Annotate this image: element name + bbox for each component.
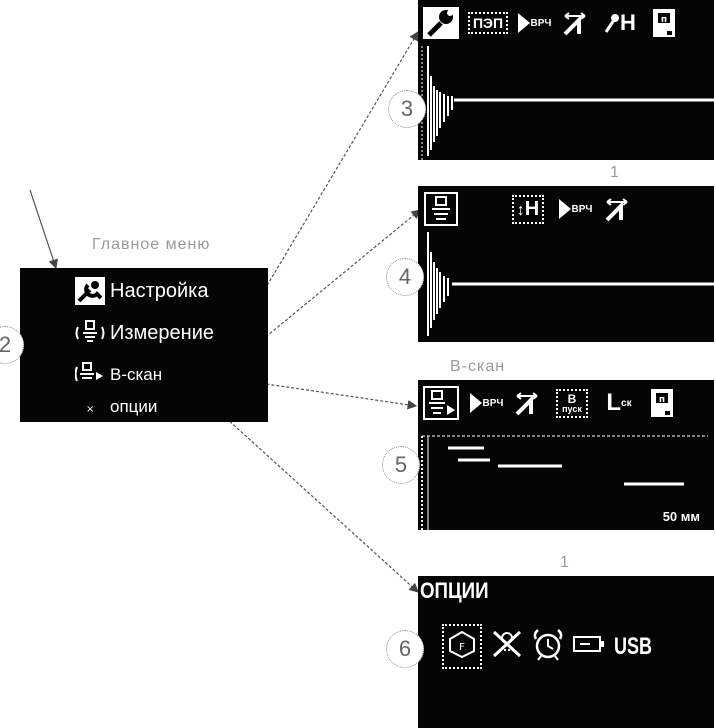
callout-3: 3 <box>388 90 426 128</box>
alarm-clock-icon[interactable] <box>532 627 564 666</box>
menu-item-label: Измерение <box>110 321 215 344</box>
height-button[interactable]: ↕Н <box>504 189 552 229</box>
vrch-label: ВРЧ <box>571 203 593 215</box>
vrch-label: ВРЧ <box>530 17 552 29</box>
b-start-label: В пуск <box>556 388 588 418</box>
bscan-header-fragment: В-скан <box>450 358 506 375</box>
measure-header-fragment: 1 <box>610 164 620 181</box>
transducer-icon <box>70 318 110 348</box>
pep-button[interactable]: ПЭП <box>464 3 512 43</box>
pointer-line-title <box>29 189 58 270</box>
menu-item-options[interactable]: × опции <box>70 392 157 422</box>
svg-text:F: F <box>459 642 465 653</box>
bscan-icon[interactable] <box>418 383 464 423</box>
play-icon <box>469 393 482 413</box>
main-menu-panel: Настройка Измерение В-скан × опции <box>20 268 268 422</box>
menu-item-setup[interactable]: Настройка <box>70 276 208 306</box>
settings-box-icon[interactable]: F <box>442 624 482 669</box>
setup-screen: ПЭП ВРЧ Н п <box>418 0 714 160</box>
range-icon[interactable] <box>508 383 548 423</box>
options-header-fragment: 1 <box>560 554 570 571</box>
range-icon[interactable] <box>556 3 596 43</box>
bscan-image <box>421 435 708 530</box>
svg-text:×: × <box>86 404 94 415</box>
menu-item-bscan[interactable]: В-скан <box>70 360 162 390</box>
battery-icon[interactable] <box>572 633 606 660</box>
b-start-button[interactable]: В пуск <box>548 383 596 423</box>
wrench-icon <box>70 276 110 306</box>
vrch-button[interactable]: ВРЧ <box>552 189 598 229</box>
main-menu-title: Главное меню <box>92 236 211 253</box>
setup-toolbar: ПЭП ВРЧ Н п <box>418 0 684 46</box>
play-icon <box>517 13 530 33</box>
play-icon <box>558 199 571 219</box>
measure-screen: ↕Н ВРЧ <box>418 186 714 342</box>
menu-item-measure[interactable]: Измерение <box>70 318 214 348</box>
options-title: ОПЦИИ <box>420 578 489 603</box>
wrench-small-icon <box>604 14 620 33</box>
bscan-screen: ВРЧ В пуск L ск п <box>418 380 714 530</box>
bscan-icon <box>70 360 110 390</box>
battery-icon: п <box>642 383 682 423</box>
arrow-setup <box>261 30 419 295</box>
scale-label: 50 мм <box>662 509 700 524</box>
height-setup-button[interactable]: Н <box>596 3 644 43</box>
usb-label[interactable]: USB <box>614 632 653 660</box>
range-icon[interactable] <box>598 189 638 229</box>
options-screen: ОПЦИИ F <box>418 576 714 728</box>
callout-6: 6 <box>386 630 424 668</box>
dot-icon: × <box>70 392 110 422</box>
bscan-toolbar: ВРЧ В пуск L ск п <box>418 380 682 426</box>
l-sub-label: ск <box>621 397 632 409</box>
measure-toolbar: ↕Н ВРЧ <box>418 186 638 232</box>
menu-item-label: В-скан <box>110 365 163 384</box>
battery-icon: п <box>644 3 684 43</box>
vrch-button[interactable]: ВРЧ <box>512 3 556 43</box>
callout-4: 4 <box>386 258 424 296</box>
h-label: Н <box>620 10 636 35</box>
transducer-icon[interactable] <box>418 189 464 229</box>
svg-text:п: п <box>659 395 665 405</box>
vrch-label: ВРЧ <box>482 397 504 409</box>
arrow-options <box>225 417 419 593</box>
options-icon-row: F USB <box>442 624 665 669</box>
h-label: ↕Н <box>511 194 545 224</box>
menu-item-label: опции <box>110 397 158 416</box>
setup-ascan-waveform <box>421 46 714 160</box>
pep-label: ПЭП <box>467 12 509 34</box>
callout-5: 5 <box>382 446 420 484</box>
connection-icon[interactable] <box>490 628 524 665</box>
l-label: L <box>606 389 622 416</box>
vrch-button[interactable]: ВРЧ <box>464 383 508 423</box>
measure-ascan-waveform <box>427 232 714 336</box>
svg-text:п: п <box>661 15 667 25</box>
menu-item-label: Настройка <box>110 279 209 302</box>
l-scan-button[interactable]: L ск <box>596 383 642 423</box>
wrench-icon[interactable] <box>418 3 464 43</box>
